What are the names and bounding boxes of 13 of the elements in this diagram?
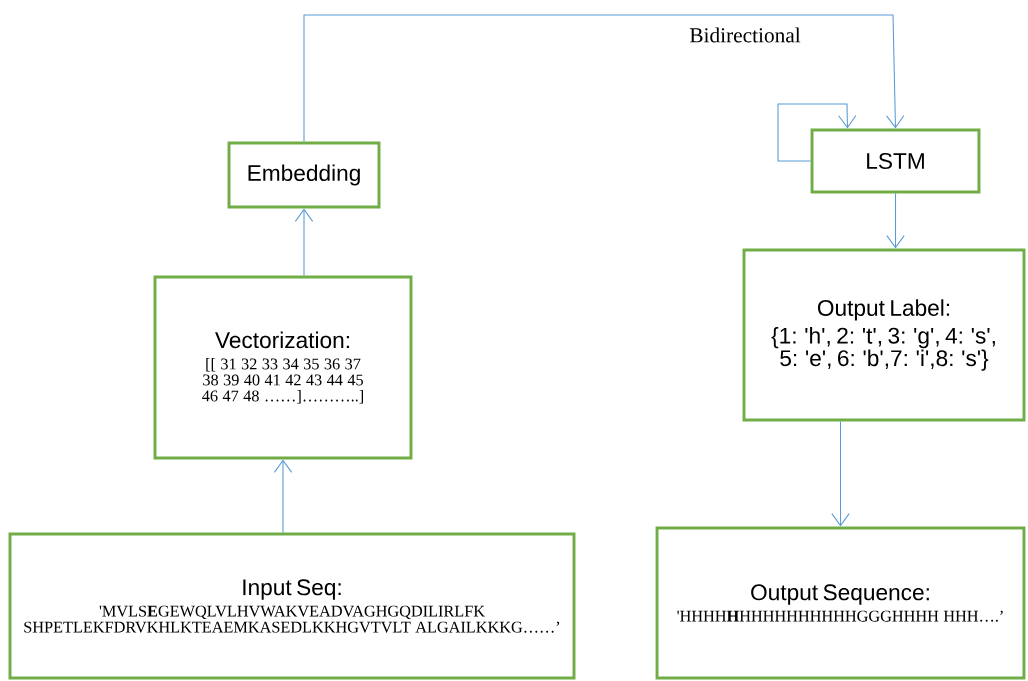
arrow <box>777 103 857 162</box>
arrow <box>294 208 314 277</box>
arrow <box>886 192 905 249</box>
process-box: Vectorization: [[ 31 32 33 34 35 36 37 38 39 40 41 42 43 44 45 46 47 48 ……]………..] <box>153 275 413 460</box>
arrow <box>273 459 293 534</box>
process-box: Embedding <box>227 141 381 209</box>
process-box: LSTM <box>810 128 981 194</box>
edge-label: Bidirectional <box>688 26 803 44</box>
arrow <box>303 14 905 143</box>
process-box: Output Label: {1: 'h', 2: 't', 3: 'g', 4: 's', 5: 'e', 6: 'b',7: 'i',8: 's'} <box>742 248 1026 422</box>
process-box: Output Sequence: 'HHHHHHHHHHHHHHHGGGHHHH HHH….’ <box>655 526 1026 680</box>
arrow <box>831 420 850 527</box>
process-box: Input Seq: 'MVLSEGEWQLVLHVWAKVEADVAGHGQDILIRLFK SHPETLEKFDRVKHLKTEAEMKASEDLKKHGVTVLT ALGAILKKKG……’ <box>8 532 576 680</box>
